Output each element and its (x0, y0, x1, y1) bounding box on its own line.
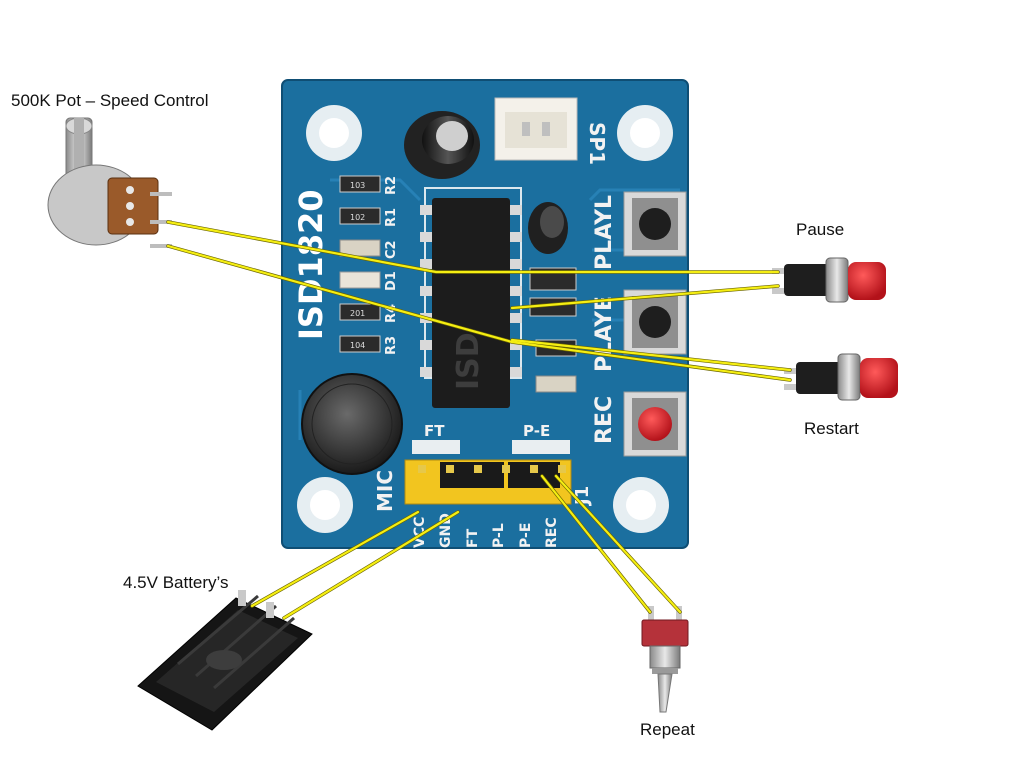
pin-header (404, 459, 572, 505)
button-playe (623, 289, 687, 355)
svg-text:REC: REC (544, 517, 560, 548)
ft-pad (412, 440, 460, 454)
pause-button-component (772, 257, 886, 303)
pe-pad (512, 440, 570, 454)
svg-text:C2: C2 (384, 240, 399, 259)
button-labels: PLAYL PLAYE REC (592, 195, 617, 444)
svg-text:P-E: P-E (518, 523, 534, 548)
svg-text:PLAYL: PLAYL (592, 195, 617, 270)
svg-text:REC: REC (592, 396, 617, 444)
pause-label: Pause (796, 220, 845, 239)
jumper-label-pe: P-E (523, 422, 550, 440)
board-title: ISD1820 (292, 189, 330, 340)
speaker-connector (494, 97, 578, 161)
electrolytic-capacitor (404, 111, 480, 179)
small-capacitor (528, 202, 568, 254)
pin-labels: VCC GND FT P-L P-E REC (412, 513, 560, 548)
mounting-holes (297, 105, 673, 533)
potentiometer (47, 117, 172, 248)
svg-text:R1: R1 (384, 208, 399, 227)
svg-text:PLAYE: PLAYE (592, 296, 617, 372)
svg-text:VCC: VCC (412, 517, 428, 548)
repeat-label: Repeat (640, 720, 695, 739)
svg-text:103: 103 (350, 181, 365, 190)
wire-battery-gnd (282, 510, 460, 620)
svg-text:D1: D1 (384, 271, 399, 291)
wire-pot-a (166, 220, 780, 274)
battery-label: 4.5V Battery’s (123, 573, 229, 592)
wire-battery-vcc (250, 510, 420, 608)
wire-pot-b (166, 244, 792, 382)
svg-text:FT: FT (465, 528, 481, 548)
battery-holder (137, 590, 313, 731)
toggle-switch (641, 606, 689, 713)
pot-label: 500K Pot – Speed Control (11, 91, 209, 110)
svg-text:R3: R3 (384, 336, 399, 355)
restart-label: Restart (804, 419, 859, 438)
mic-label: MIC (373, 470, 397, 512)
wire-pause (510, 284, 780, 310)
svg-text:104: 104 (350, 341, 365, 350)
svg-text:201: 201 (350, 309, 365, 318)
jumper-label-ft: FT (424, 422, 445, 440)
svg-text:P-L: P-L (491, 523, 507, 548)
speaker-label: SP1 (585, 122, 609, 165)
wire-repeat-b (554, 474, 682, 614)
restart-button-component (784, 353, 898, 401)
button-rec (623, 391, 687, 457)
wire-repeat-a (540, 474, 652, 614)
svg-text:102: 102 (350, 213, 365, 222)
microphone (301, 373, 403, 475)
wire-restart (510, 338, 792, 372)
button-playl (623, 191, 687, 257)
smd-components: 102 103 201 104 (339, 175, 381, 353)
isd1820-board: SP1 ISD1820 102 103 201 104 R2 R1 C2 D1 … (281, 79, 689, 549)
isd-chip (432, 198, 510, 408)
wires (166, 220, 792, 620)
svg-text:R2: R2 (384, 176, 399, 195)
chip-marking: ISD (451, 332, 486, 390)
